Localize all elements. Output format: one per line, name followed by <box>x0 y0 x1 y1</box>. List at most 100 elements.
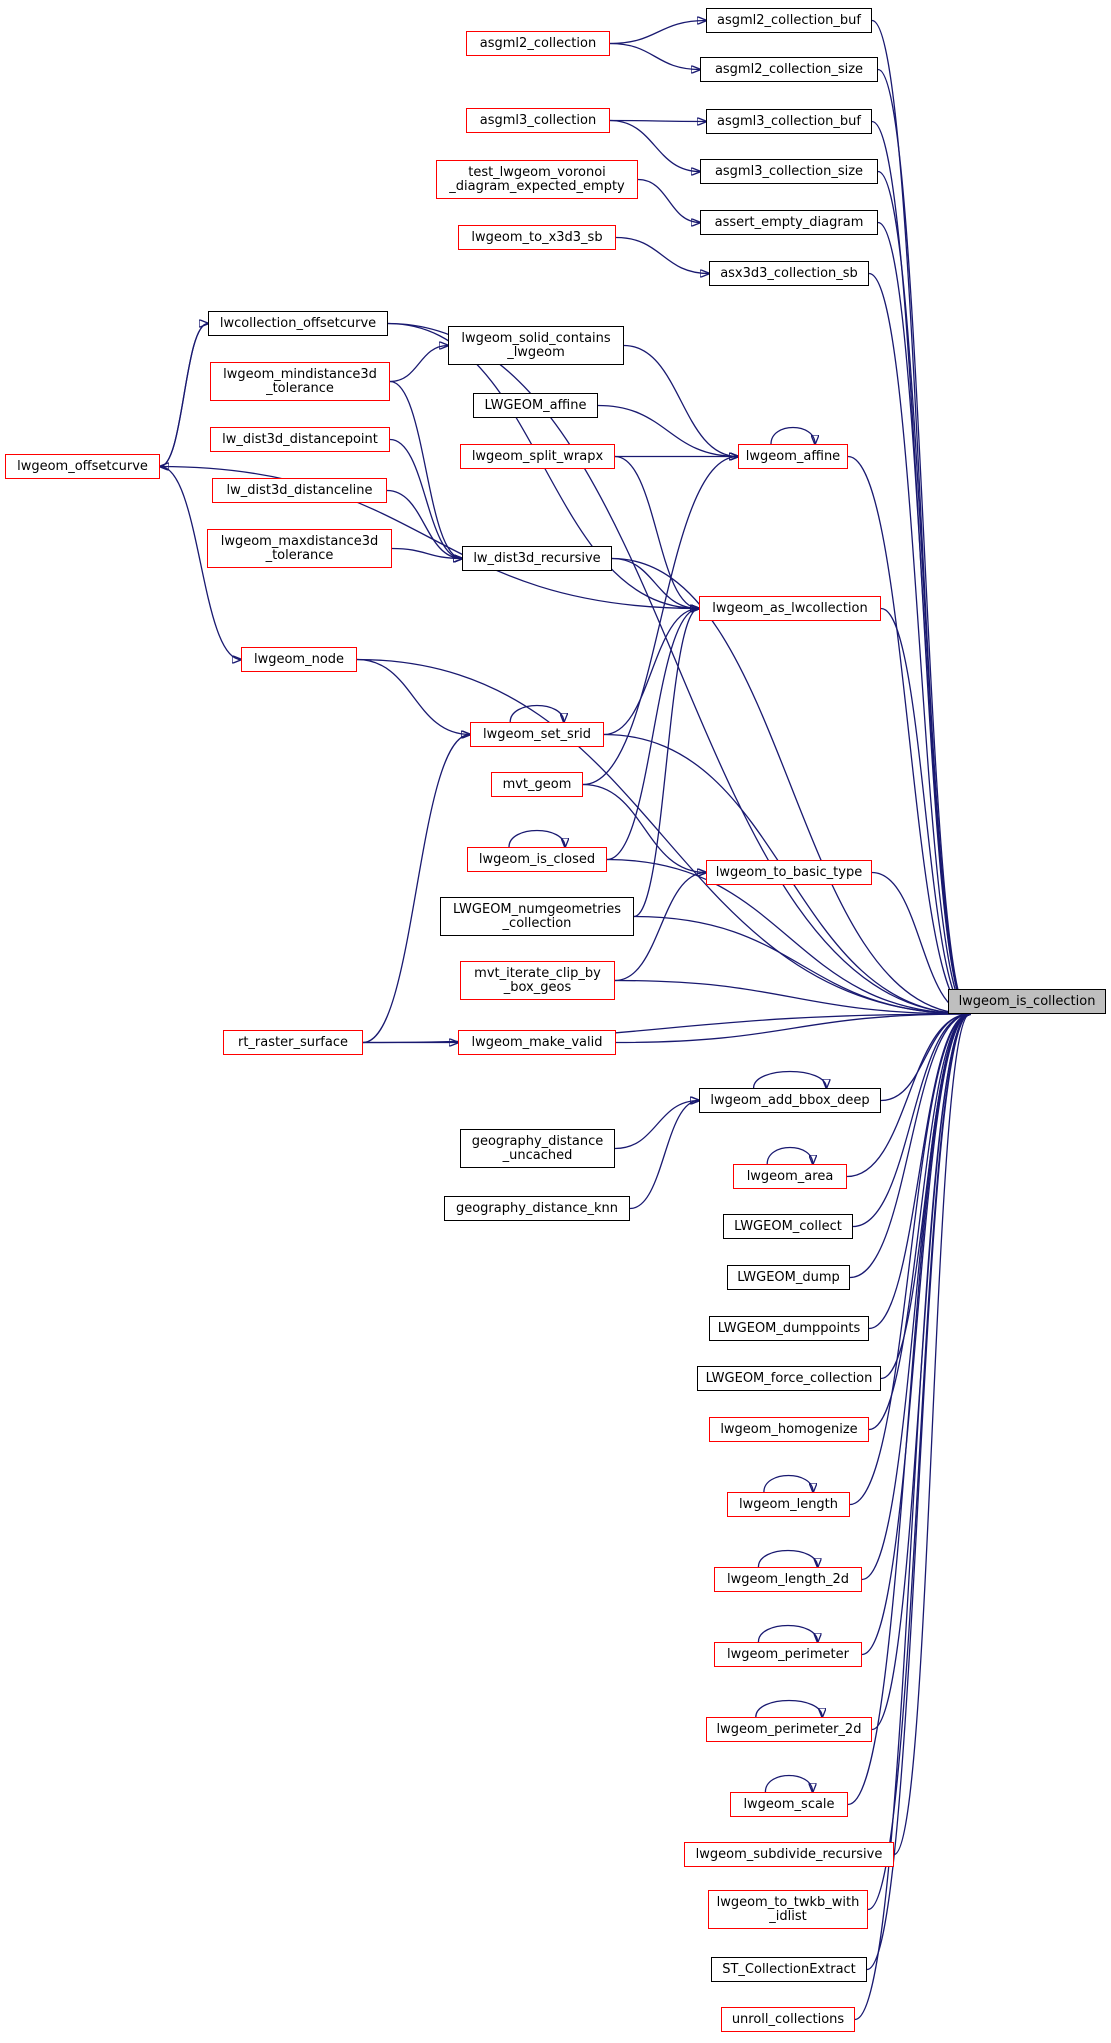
edge-n35-to-n35 <box>766 1146 813 1165</box>
node-n9[interactable]: lwgeom_to_x3d3_sb <box>458 225 616 250</box>
edge-n41-to-root <box>849 1014 970 1506</box>
edge-n26-to-root <box>606 858 970 1015</box>
node-n41[interactable]: lwgeom_length <box>727 1492 850 1517</box>
node-n43[interactable]: lwgeom_perimeter <box>714 1642 862 1667</box>
node-n36[interactable]: LWGEOM_collect <box>723 1214 853 1239</box>
node-n44[interactable]: lwgeom_perimeter_2d <box>706 1717 872 1742</box>
node-n22[interactable]: lwgeom_as_lwcollection <box>699 596 881 621</box>
node-n21[interactable]: lw_dist3d_recursive <box>462 546 612 571</box>
edge-n34-to-n32 <box>629 1101 699 1210</box>
edge-n44-to-n44 <box>755 1699 822 1718</box>
node-n8[interactable]: assert_empty_diagram <box>700 210 878 235</box>
node-n6[interactable]: asgml3_collection_size <box>700 159 878 184</box>
edge-n28-to-n22 <box>633 609 699 918</box>
edge-n19-to-n21 <box>386 489 462 559</box>
node-n33[interactable]: geography_distance _uncached <box>460 1129 615 1168</box>
node-n30[interactable]: rt_raster_surface <box>223 1030 363 1055</box>
edge-n2-to-n1 <box>609 21 706 45</box>
node-n39[interactable]: LWGEOM_force_collection <box>697 1366 881 1391</box>
edge-n12-to-n22 <box>159 465 699 609</box>
node-n48[interactable]: ST_CollectionExtract <box>711 1957 867 1982</box>
node-n15[interactable]: LWGEOM_affine <box>473 393 598 418</box>
edge-n9-to-n10 <box>615 236 709 274</box>
node-n35[interactable]: lwgeom_area <box>733 1164 847 1189</box>
edge-n25-to-n27 <box>582 783 706 873</box>
edge-n10-to-root <box>868 272 970 1015</box>
edge-n45-to-n45 <box>764 1774 812 1793</box>
edge-n21-to-root <box>611 557 970 1015</box>
edge-n33-to-n32 <box>614 1101 699 1150</box>
node-n40[interactable]: lwgeom_homogenize <box>709 1417 869 1442</box>
edge-n11-to-n12 <box>160 322 209 467</box>
node-n34[interactable]: geography_distance_knn <box>444 1196 630 1221</box>
edge-n26-to-n26 <box>508 829 565 848</box>
edge-n5-to-n6 <box>609 119 700 172</box>
node-n37[interactable]: LWGEOM_dump <box>727 1265 850 1290</box>
node-n49[interactable]: unroll_collections <box>721 2007 855 2032</box>
edge-n22-to-root <box>880 607 970 1015</box>
edge-n25-to-n17 <box>582 457 738 786</box>
edge-n17-to-root <box>847 455 970 1015</box>
node-n42[interactable]: lwgeom_length_2d <box>714 1567 862 1592</box>
edge-n36-to-root <box>852 1014 970 1228</box>
node-n13[interactable]: lwgeom_solid_contains _lwgeom <box>448 326 624 365</box>
node-n20[interactable]: lwgeom_maxdistance3d _tolerance <box>207 529 392 568</box>
edge-n5-to-n4 <box>609 121 706 122</box>
node-n23[interactable]: lwgeom_node <box>241 647 357 672</box>
edge-n49-to-root <box>854 1014 970 2021</box>
edge-n41-to-n41 <box>763 1474 813 1493</box>
edge-n8-to-root <box>877 221 970 1015</box>
node-n25[interactable]: mvt_geom <box>491 772 583 797</box>
edge-n37-to-root <box>849 1014 970 1279</box>
edge-n2-to-n3 <box>609 42 700 70</box>
edge-n46-to-root <box>893 1014 970 1856</box>
node-n32[interactable]: lwgeom_add_bbox_deep <box>699 1088 881 1113</box>
edge-n48-to-root <box>866 1014 970 1971</box>
node-n5[interactable]: asgml3_collection <box>466 108 610 133</box>
edge-n23-to-n24 <box>356 658 470 735</box>
node-n29[interactable]: mvt_iterate_clip_by _box_geos <box>460 961 615 1000</box>
edge-n17-to-n17 <box>770 426 815 445</box>
edge-n18-to-n21 <box>389 438 462 559</box>
node-root[interactable]: lwgeom_is_collection <box>948 989 1106 1014</box>
node-n38[interactable]: LWGEOM_dumppoints <box>709 1316 869 1341</box>
edge-n12-to-n23 <box>159 465 241 660</box>
edge-n40-to-root <box>868 1014 970 1431</box>
node-n16[interactable]: lwgeom_split_wrapx <box>460 444 615 469</box>
node-n2[interactable]: asgml2_collection <box>466 31 610 56</box>
node-n3[interactable]: asgml2_collection_size <box>700 57 878 82</box>
node-n14[interactable]: lwgeom_mindistance3d _tolerance <box>210 362 390 401</box>
edge-n7-to-n8 <box>637 178 700 223</box>
node-n47[interactable]: lwgeom_to_twkb_with _idlist <box>708 1890 868 1929</box>
node-n26[interactable]: lwgeom_is_closed <box>467 847 607 872</box>
node-n31[interactable]: lwgeom_make_valid <box>458 1030 616 1055</box>
node-n46[interactable]: lwgeom_subdivide_recursive <box>684 1842 894 1867</box>
node-n24[interactable]: lwgeom_set_srid <box>470 722 604 747</box>
node-n27[interactable]: lwgeom_to_basic_type <box>706 860 872 885</box>
node-n19[interactable]: lw_dist3d_distanceline <box>212 478 387 503</box>
edge-n24-to-n22 <box>603 609 699 736</box>
edge-n30-to-root <box>362 1014 970 1044</box>
edge-n39-to-root <box>880 1014 970 1380</box>
node-n17[interactable]: lwgeom_affine <box>738 444 848 469</box>
edge-n23-to-root <box>356 658 970 1015</box>
node-n7[interactable]: test_lwgeom_voronoi _diagram_expected_em… <box>436 160 638 199</box>
edge-n29-to-n27 <box>614 873 706 982</box>
edge-n24-to-n24 <box>509 704 564 723</box>
node-n12[interactable]: lwgeom_offsetcurve <box>5 454 160 479</box>
edge-n21-to-n22 <box>611 557 699 609</box>
edge-n32-to-n32 <box>752 1070 827 1089</box>
node-n4[interactable]: asgml3_collection_buf <box>706 109 872 134</box>
edge-n31-to-root <box>615 1014 970 1044</box>
node-n10[interactable]: asx3d3_collection_sb <box>709 261 869 286</box>
node-n11[interactable]: lwcollection_offsetcurve <box>208 311 388 336</box>
node-n28[interactable]: LWGEOM_numgeometries _collection <box>440 897 634 936</box>
node-n1[interactable]: asgml2_collection_buf <box>706 8 872 33</box>
edge-n13-to-n17 <box>623 344 738 457</box>
edge-n14-to-n21 <box>389 380 462 559</box>
edge-n14-to-n13 <box>389 346 448 383</box>
node-n18[interactable]: lw_dist3d_distancepoint <box>210 427 390 452</box>
node-n45[interactable]: lwgeom_scale <box>730 1792 848 1817</box>
